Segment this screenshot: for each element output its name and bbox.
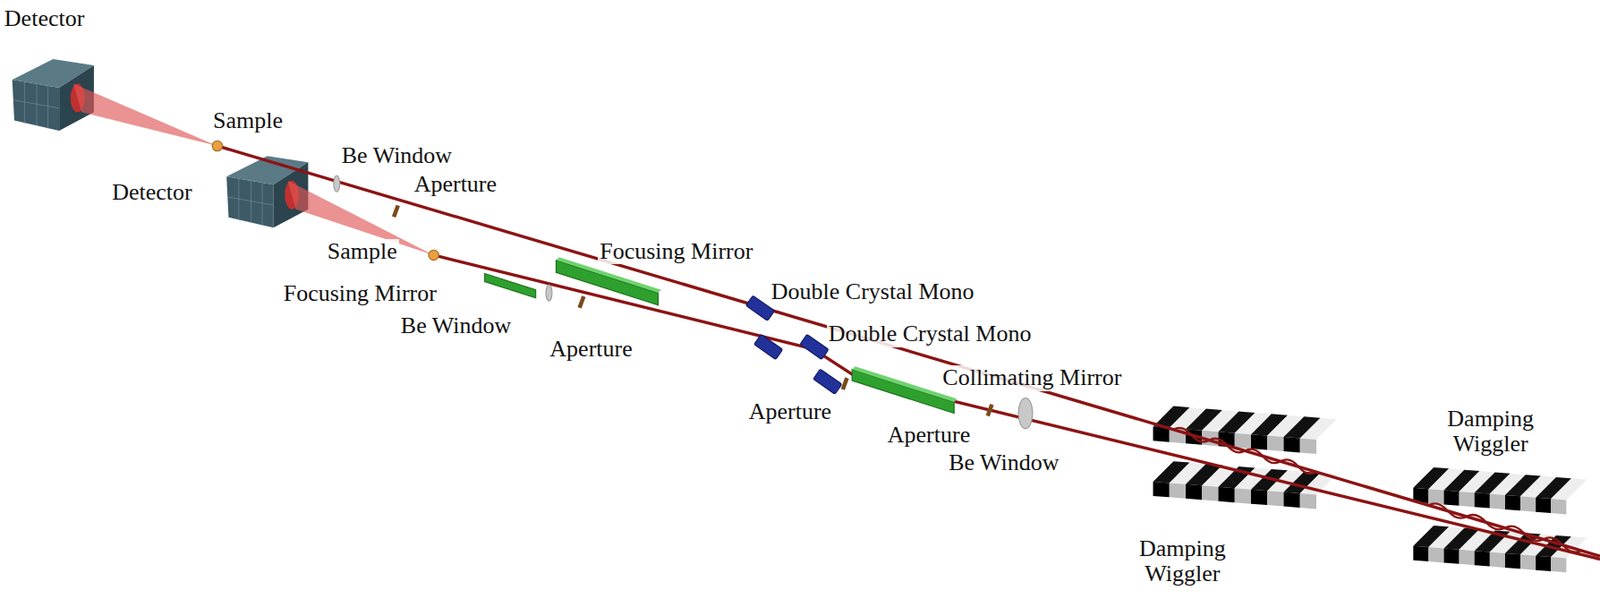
part-label: Double Crystal Mono [826, 321, 1034, 348]
part-label: Aperture [547, 336, 634, 363]
part-label: Double Crystal Mono [769, 279, 977, 306]
part-label: Collimating Mirror [940, 365, 1124, 392]
part-label: Detector [2, 6, 87, 33]
aperture [391, 204, 995, 418]
part-label: Aperture [412, 171, 499, 198]
part-label: Focusing Mirror [597, 238, 755, 265]
part-label: Detector [110, 179, 195, 206]
part-label: Be Window [399, 313, 513, 340]
part-label: Be Window [946, 450, 1061, 477]
x-ray-beam [217, 145, 1600, 560]
part-label: Focusing Mirror [281, 280, 439, 307]
part-label: Damping Wiggler [1131, 536, 1234, 588]
part-label: Aperture [747, 399, 834, 426]
part-label: Aperture [885, 422, 972, 449]
be-window [333, 175, 1033, 429]
part-label: Sample [211, 108, 285, 135]
part-label: Be Window [340, 143, 454, 170]
scatter-cone [73, 83, 218, 146]
part-label: Sample [325, 238, 400, 265]
part-label: Damping Wiggler [1439, 406, 1542, 458]
